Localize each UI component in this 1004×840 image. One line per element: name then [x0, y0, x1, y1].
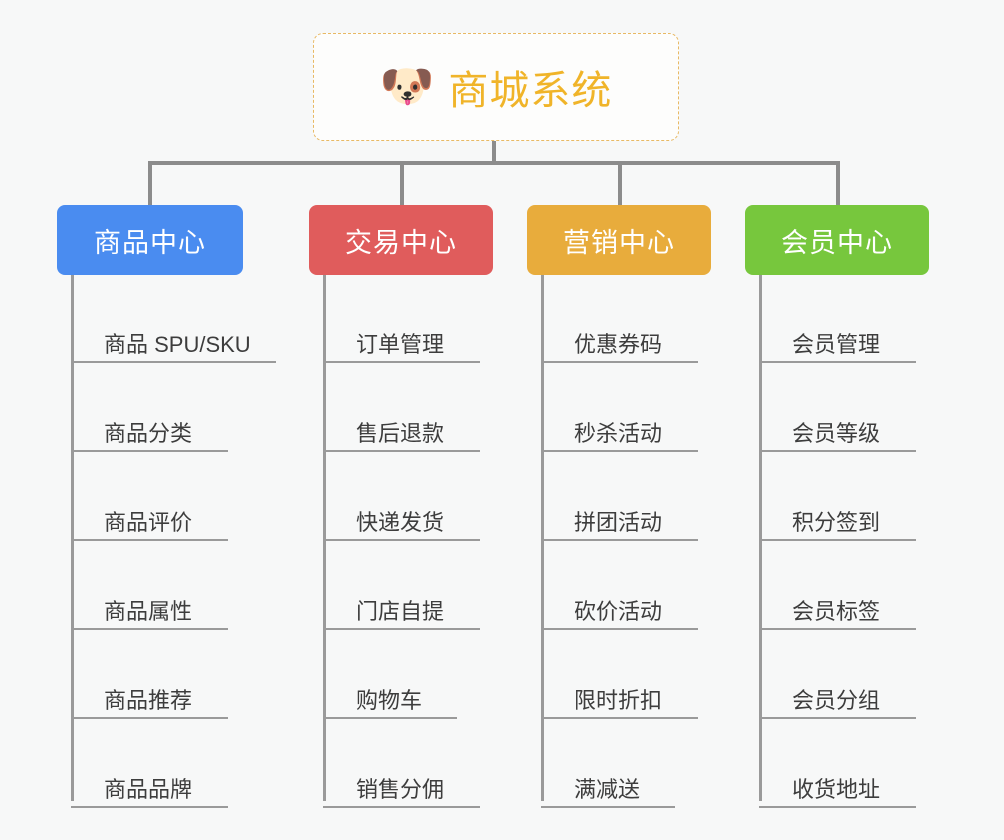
leaf-label: 会员分组: [792, 687, 881, 713]
trunk-connector-member-center: [759, 275, 762, 801]
category-box-marketing-center[interactable]: 营销中心: [527, 205, 711, 275]
leaf-item[interactable]: 商品属性: [71, 580, 228, 630]
leaf-item[interactable]: 会员分组: [759, 669, 916, 719]
drop-connector-4: [836, 161, 840, 205]
trunk-connector-trade-center: [323, 275, 326, 801]
leaf-item[interactable]: 会员标签: [759, 580, 916, 630]
trunk-connector-marketing-center: [541, 275, 544, 801]
leaf-label: 会员标签: [792, 598, 881, 624]
leaf-label: 限时折扣: [574, 687, 663, 713]
root-stem-connector: [492, 141, 496, 164]
leaf-item[interactable]: 会员等级: [759, 402, 916, 452]
leaf-item[interactable]: 订单管理: [323, 313, 480, 363]
leaf-item[interactable]: 商品品牌: [71, 758, 228, 808]
leaf-item[interactable]: 满减送: [541, 758, 675, 808]
leaf-label: 砍价活动: [574, 598, 663, 624]
trunk-connector-product-center: [71, 275, 74, 801]
leaf-label: 商品品牌: [104, 776, 193, 802]
leaf-item[interactable]: 收货地址: [759, 758, 916, 808]
drop-connector-1: [148, 161, 152, 205]
leaf-item[interactable]: 商品评价: [71, 491, 228, 541]
leaf-label: 商品推荐: [104, 687, 193, 713]
category-box-product-center[interactable]: 商品中心: [57, 205, 243, 275]
category-box-trade-center[interactable]: 交易中心: [309, 205, 493, 275]
category-box-member-center[interactable]: 会员中心: [745, 205, 929, 275]
drop-connector-3: [618, 161, 622, 205]
leaf-item[interactable]: 商品 SPU/SKU: [71, 313, 276, 363]
leaf-label: 会员管理: [792, 331, 881, 357]
leaf-label: 购物车: [356, 687, 423, 713]
category-label: 商品中心: [94, 227, 206, 258]
shiba-dog-face-icon: 🐶: [379, 62, 435, 111]
leaf-item[interactable]: 快递发货: [323, 491, 480, 541]
leaf-label: 优惠券码: [574, 331, 663, 357]
leaf-item[interactable]: 商品推荐: [71, 669, 228, 719]
leaf-item[interactable]: 会员管理: [759, 313, 916, 363]
leaf-label: 售后退款: [356, 420, 445, 446]
leaf-item[interactable]: 优惠券码: [541, 313, 698, 363]
leaf-label: 会员等级: [792, 420, 881, 446]
root-node[interactable]: 🐶 商城系统: [313, 33, 679, 141]
leaf-label: 订单管理: [356, 331, 445, 357]
leaf-label: 商品属性: [104, 598, 193, 624]
leaf-item[interactable]: 限时折扣: [541, 669, 698, 719]
root-title: 商城系统: [448, 69, 613, 113]
leaf-label: 门店自提: [356, 598, 445, 624]
leaf-label: 销售分佣: [356, 776, 445, 802]
leaf-label: 商品分类: [104, 420, 193, 446]
leaf-item[interactable]: 门店自提: [323, 580, 480, 630]
category-label: 交易中心: [345, 227, 457, 258]
horizontal-bus-connector: [148, 161, 840, 165]
leaf-label: 商品评价: [104, 509, 193, 535]
drop-connector-2: [400, 161, 404, 205]
leaf-item[interactable]: 积分签到: [759, 491, 916, 541]
leaf-label: 商品 SPU/SKU: [104, 331, 251, 357]
leaf-item[interactable]: 销售分佣: [323, 758, 480, 808]
leaf-item[interactable]: 商品分类: [71, 402, 228, 452]
leaf-item[interactable]: 秒杀活动: [541, 402, 698, 452]
leaf-label: 快递发货: [356, 509, 445, 535]
leaf-label: 收货地址: [792, 776, 881, 802]
leaf-item[interactable]: 拼团活动: [541, 491, 698, 541]
leaf-item[interactable]: 砍价活动: [541, 580, 698, 630]
leaf-item[interactable]: 售后退款: [323, 402, 480, 452]
category-label: 营销中心: [563, 227, 675, 258]
leaf-label: 满减送: [574, 776, 641, 802]
leaf-label: 秒杀活动: [574, 420, 663, 446]
leaf-item[interactable]: 购物车: [323, 669, 457, 719]
category-label: 会员中心: [781, 227, 893, 258]
leaf-label: 积分签到: [792, 509, 881, 535]
leaf-label: 拼团活动: [574, 509, 663, 535]
